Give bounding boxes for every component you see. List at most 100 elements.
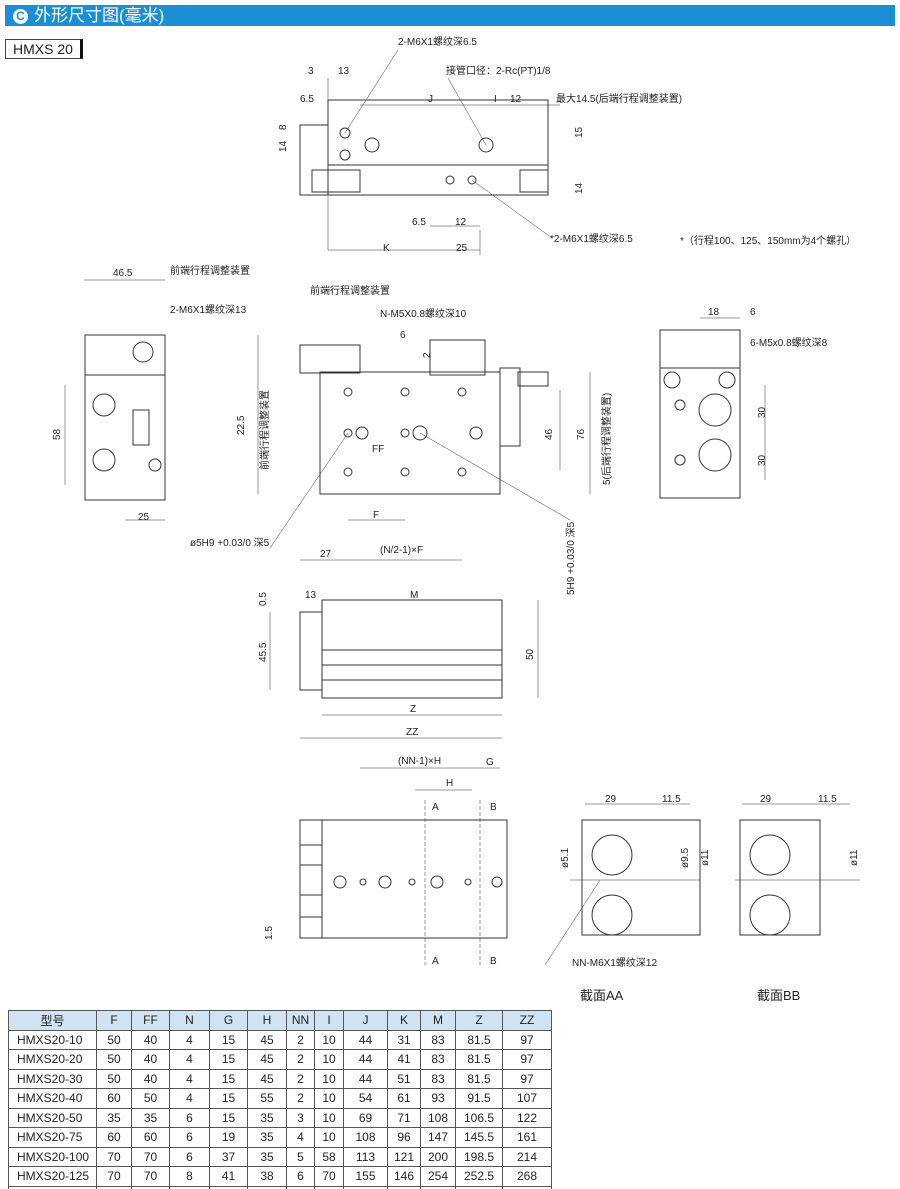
callout-label: 接管口径：2-Rc(PT)1/8 — [446, 66, 551, 77]
table-cell: 10 — [314, 1127, 344, 1148]
table-cell: 147 — [420, 1127, 456, 1148]
table-cell: 96 — [387, 1127, 421, 1148]
dim-label: ø5.1 — [560, 847, 571, 868]
table-cell: 91.5 — [455, 1088, 503, 1109]
dim-label: J — [428, 94, 433, 105]
dimension-drawings — [64, 49, 860, 966]
callout-label: 6-M5x0.8螺纹深8 — [750, 338, 828, 349]
table-cell: 70 — [131, 1166, 170, 1187]
column-header: ZZ — [502, 1010, 552, 1031]
callout-label: NN-M6X1螺纹深12 — [572, 958, 658, 969]
table-cell: 15 — [209, 1107, 248, 1128]
table-cell: 58 — [314, 1146, 344, 1167]
right-view — [659, 317, 766, 499]
section-aa-title: 截面AA — [580, 988, 624, 1003]
dim-label: 3 — [308, 66, 314, 77]
table-cell: 31 — [387, 1029, 421, 1050]
dim-label: 12 — [510, 94, 522, 105]
section-c-icon: C — [13, 9, 28, 24]
column-header: N — [169, 1010, 210, 1031]
dim-label: 25 — [456, 243, 468, 254]
dim-label: ø11 — [700, 849, 711, 867]
column-header: J — [343, 1010, 388, 1031]
table-cell: 254 — [420, 1166, 456, 1187]
dim-label: 12 — [455, 217, 467, 228]
section-header: C 外形尺寸图(毫米) — [5, 5, 895, 26]
column-header: H — [247, 1010, 287, 1031]
table-cell: 50 — [96, 1068, 132, 1089]
table-cell: 6 — [169, 1107, 210, 1128]
table-cell: 35 — [96, 1107, 132, 1128]
table-cell: 113 — [343, 1146, 388, 1167]
dim-label: 46.5 — [113, 268, 133, 279]
table-cell: 81.5 — [455, 1029, 503, 1050]
section-marker: A — [432, 956, 439, 967]
dim-label: 6 — [750, 307, 756, 318]
dim-label: 46 — [544, 428, 555, 440]
table-cell: 4 — [169, 1049, 210, 1070]
table-cell: 2 — [286, 1088, 315, 1109]
table-cell: 4 — [169, 1068, 210, 1089]
table-cell: HMXS20-75 — [8, 1127, 97, 1148]
table-cell: 10 — [314, 1088, 344, 1109]
table-cell: 97 — [502, 1049, 552, 1070]
table-cell: 155 — [343, 1166, 388, 1187]
table-cell: 45 — [247, 1068, 287, 1089]
column-header: M — [420, 1010, 456, 1031]
column-header: Z — [455, 1010, 503, 1031]
table-cell: 6 — [286, 1166, 315, 1187]
callout-label: 5(后端行程调整装置) — [602, 392, 613, 485]
front-view — [257, 335, 591, 561]
dim-label: 6 — [400, 330, 406, 341]
table-cell: 121 — [387, 1146, 421, 1167]
table-cell: 71 — [387, 1107, 421, 1128]
dim-label: I — [494, 94, 497, 105]
table-cell: 44 — [343, 1029, 388, 1050]
section-title: 外形尺寸图(毫米) — [34, 6, 165, 25]
dim-label: 29 — [605, 794, 617, 805]
dim-label: 25 — [138, 512, 150, 523]
table-cell: 83 — [420, 1068, 456, 1089]
table-cell: 3 — [286, 1107, 315, 1128]
callout-label: 前端行程调整装置 — [260, 390, 271, 470]
side-view — [269, 599, 539, 739]
dim-label: ø11 — [849, 849, 860, 867]
table-cell: 70 — [314, 1166, 344, 1187]
table-cell: HMXS20-100 — [8, 1146, 97, 1167]
table-cell: 55 — [247, 1088, 287, 1109]
dim-label: 14 — [574, 182, 585, 194]
callout-label: 最大14.5(后端行程调整装置) — [556, 94, 683, 105]
table-cell: 15 — [209, 1029, 248, 1050]
table-cell: 38 — [247, 1166, 287, 1187]
dim-label: 0.5 — [258, 592, 269, 606]
dim-label: 11.5 — [818, 794, 837, 805]
callout-label: 前端行程调整装置 — [310, 286, 390, 297]
table-cell: 35 — [247, 1127, 287, 1148]
left-view — [64, 279, 166, 521]
table-cell: 93 — [420, 1088, 456, 1109]
table-cell: 37 — [209, 1146, 248, 1167]
callout-label: 2-M6X1螺纹深13 — [170, 305, 247, 316]
dim-label: 15 — [574, 126, 585, 138]
top-view — [299, 49, 560, 255]
table-cell: 69 — [343, 1107, 388, 1128]
table-cell: 44 — [343, 1049, 388, 1070]
table-cell: 10 — [314, 1029, 344, 1050]
table-cell: 200 — [420, 1146, 456, 1167]
column-header: I — [314, 1010, 344, 1031]
table-cell: 40 — [131, 1068, 170, 1089]
dim-label: 45.5 — [258, 642, 269, 662]
table-cell: 97 — [502, 1068, 552, 1089]
table-cell: 70 — [96, 1146, 132, 1167]
table-cell: 41 — [209, 1166, 248, 1187]
section-marker: B — [490, 802, 497, 813]
table-row: HMXS20-150808081944787190171306304.5320 — [8, 1185, 552, 1189]
table-cell: 97 — [502, 1029, 552, 1050]
table-cell: 198.5 — [455, 1146, 503, 1167]
